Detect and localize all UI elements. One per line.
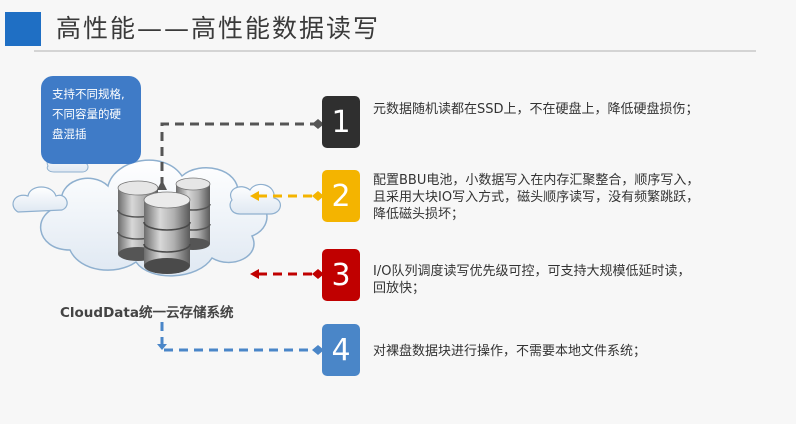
step-description-1: 元数据随机读都在SSD上，不在硬盘上，降低硬盘损伤； [373, 101, 699, 118]
description-line: 且采用大块IO写入方式，磁头顺序读写，没有频繁跳跃， [373, 190, 700, 205]
callout-bubble: 支持不同规格, 不同容量的硬 盘混插 [41, 76, 141, 164]
page-title: 高性能——高性能数据读写 [56, 14, 381, 43]
description-line: I/O队列调度读写优先级可控，可支持大规模低延时读， [373, 264, 691, 279]
connector-2 [250, 191, 324, 201]
title-divider [34, 50, 756, 52]
description-line: 回放快； [373, 281, 426, 296]
callout-line: 不同容量的硬 [52, 107, 121, 121]
database-server-icon [117, 177, 211, 274]
step-number-1: 1 [322, 96, 360, 148]
connector-4 [157, 322, 324, 355]
description-line: 对裸盘数据块进行操作，不需要本地文件系统； [373, 344, 647, 359]
description-line: 元数据随机读都在SSD上，不在硬盘上，降低硬盘损伤； [373, 102, 699, 117]
system-caption: CloudData统一云存储系统 [60, 305, 234, 321]
callout-line: 支持不同规格, [52, 87, 125, 101]
step-number-4: 4 [322, 324, 360, 376]
title-accent-block [5, 12, 41, 46]
step-description-3: I/O队列调度读写优先级可控，可支持大规模低延时读， 回放快； [373, 263, 690, 297]
description-line: 配置BBU电池，小数据写入在内存汇聚整合，顺序写入， [373, 173, 700, 188]
description-line: 降低磁头损坏； [373, 207, 465, 222]
connector-1 [157, 119, 324, 190]
step-number-3: 3 [322, 249, 360, 301]
callout-line: 盘混插 [52, 127, 87, 141]
step-description-2: 配置BBU电池，小数据写入在内存汇聚整合，顺序写入， 且采用大块IO写入方式，磁… [373, 172, 699, 223]
connector-3 [250, 269, 324, 279]
step-description-4: 对裸盘数据块进行操作，不需要本地文件系统； [373, 343, 646, 360]
step-number-2: 2 [322, 170, 360, 222]
